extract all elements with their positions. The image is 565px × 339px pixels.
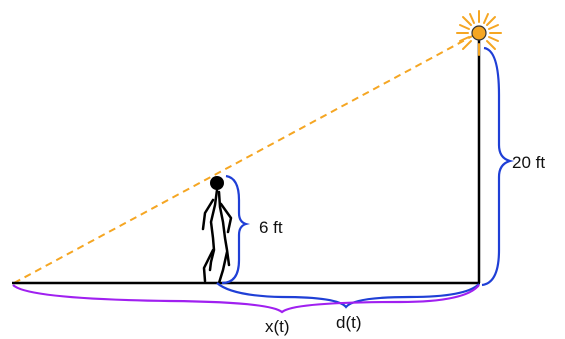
- person-height-brace: [221, 174, 250, 285]
- shadow-brace: [12, 284, 480, 314]
- shadow-length-label: x(t): [265, 317, 290, 336]
- lamp-height-label: 20 ft: [512, 153, 545, 172]
- light-ray: [13, 32, 479, 284]
- distance-label: d(t): [336, 313, 362, 332]
- sun-lamp-icon: [456, 10, 502, 56]
- stick-figure-icon: [201, 176, 233, 285]
- person-height-label: 6 ft: [259, 218, 283, 237]
- distance-brace: [216, 282, 480, 309]
- lamp-height-brace: [481, 46, 515, 287]
